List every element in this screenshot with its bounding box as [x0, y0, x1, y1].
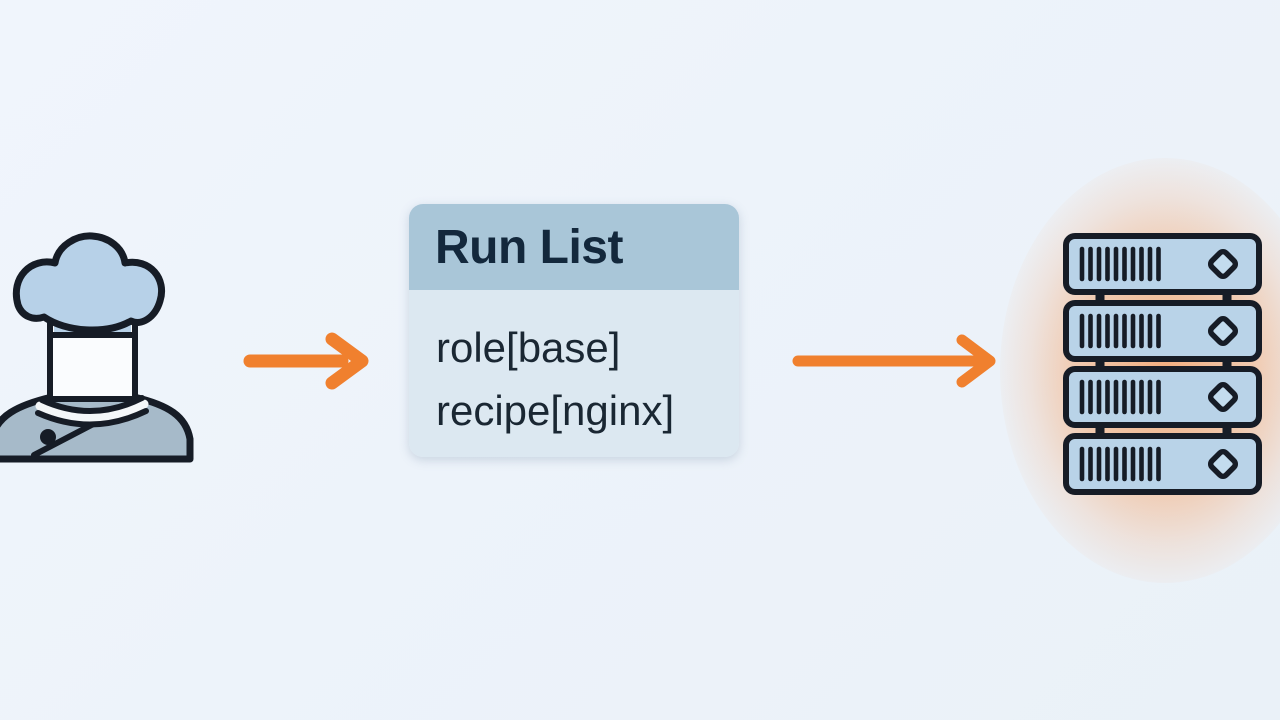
arrow-right-icon	[238, 329, 378, 393]
server-rack-icon	[1062, 233, 1262, 501]
run-list-card-header: Run List	[409, 204, 739, 290]
run-list-card: Run List role[base] recipe[nginx]	[409, 204, 739, 457]
server-rack-svg	[1062, 233, 1262, 501]
chef-icon-svg	[0, 232, 194, 463]
run-list-item: recipe[nginx]	[436, 387, 675, 434]
chef-icon	[0, 225, 198, 463]
run-list-item: role[base]	[436, 324, 621, 371]
run-list-title: Run List	[435, 220, 623, 274]
run-list-card-body: role[base] recipe[nginx]	[409, 290, 739, 457]
arrow-right-icon	[790, 329, 1000, 393]
